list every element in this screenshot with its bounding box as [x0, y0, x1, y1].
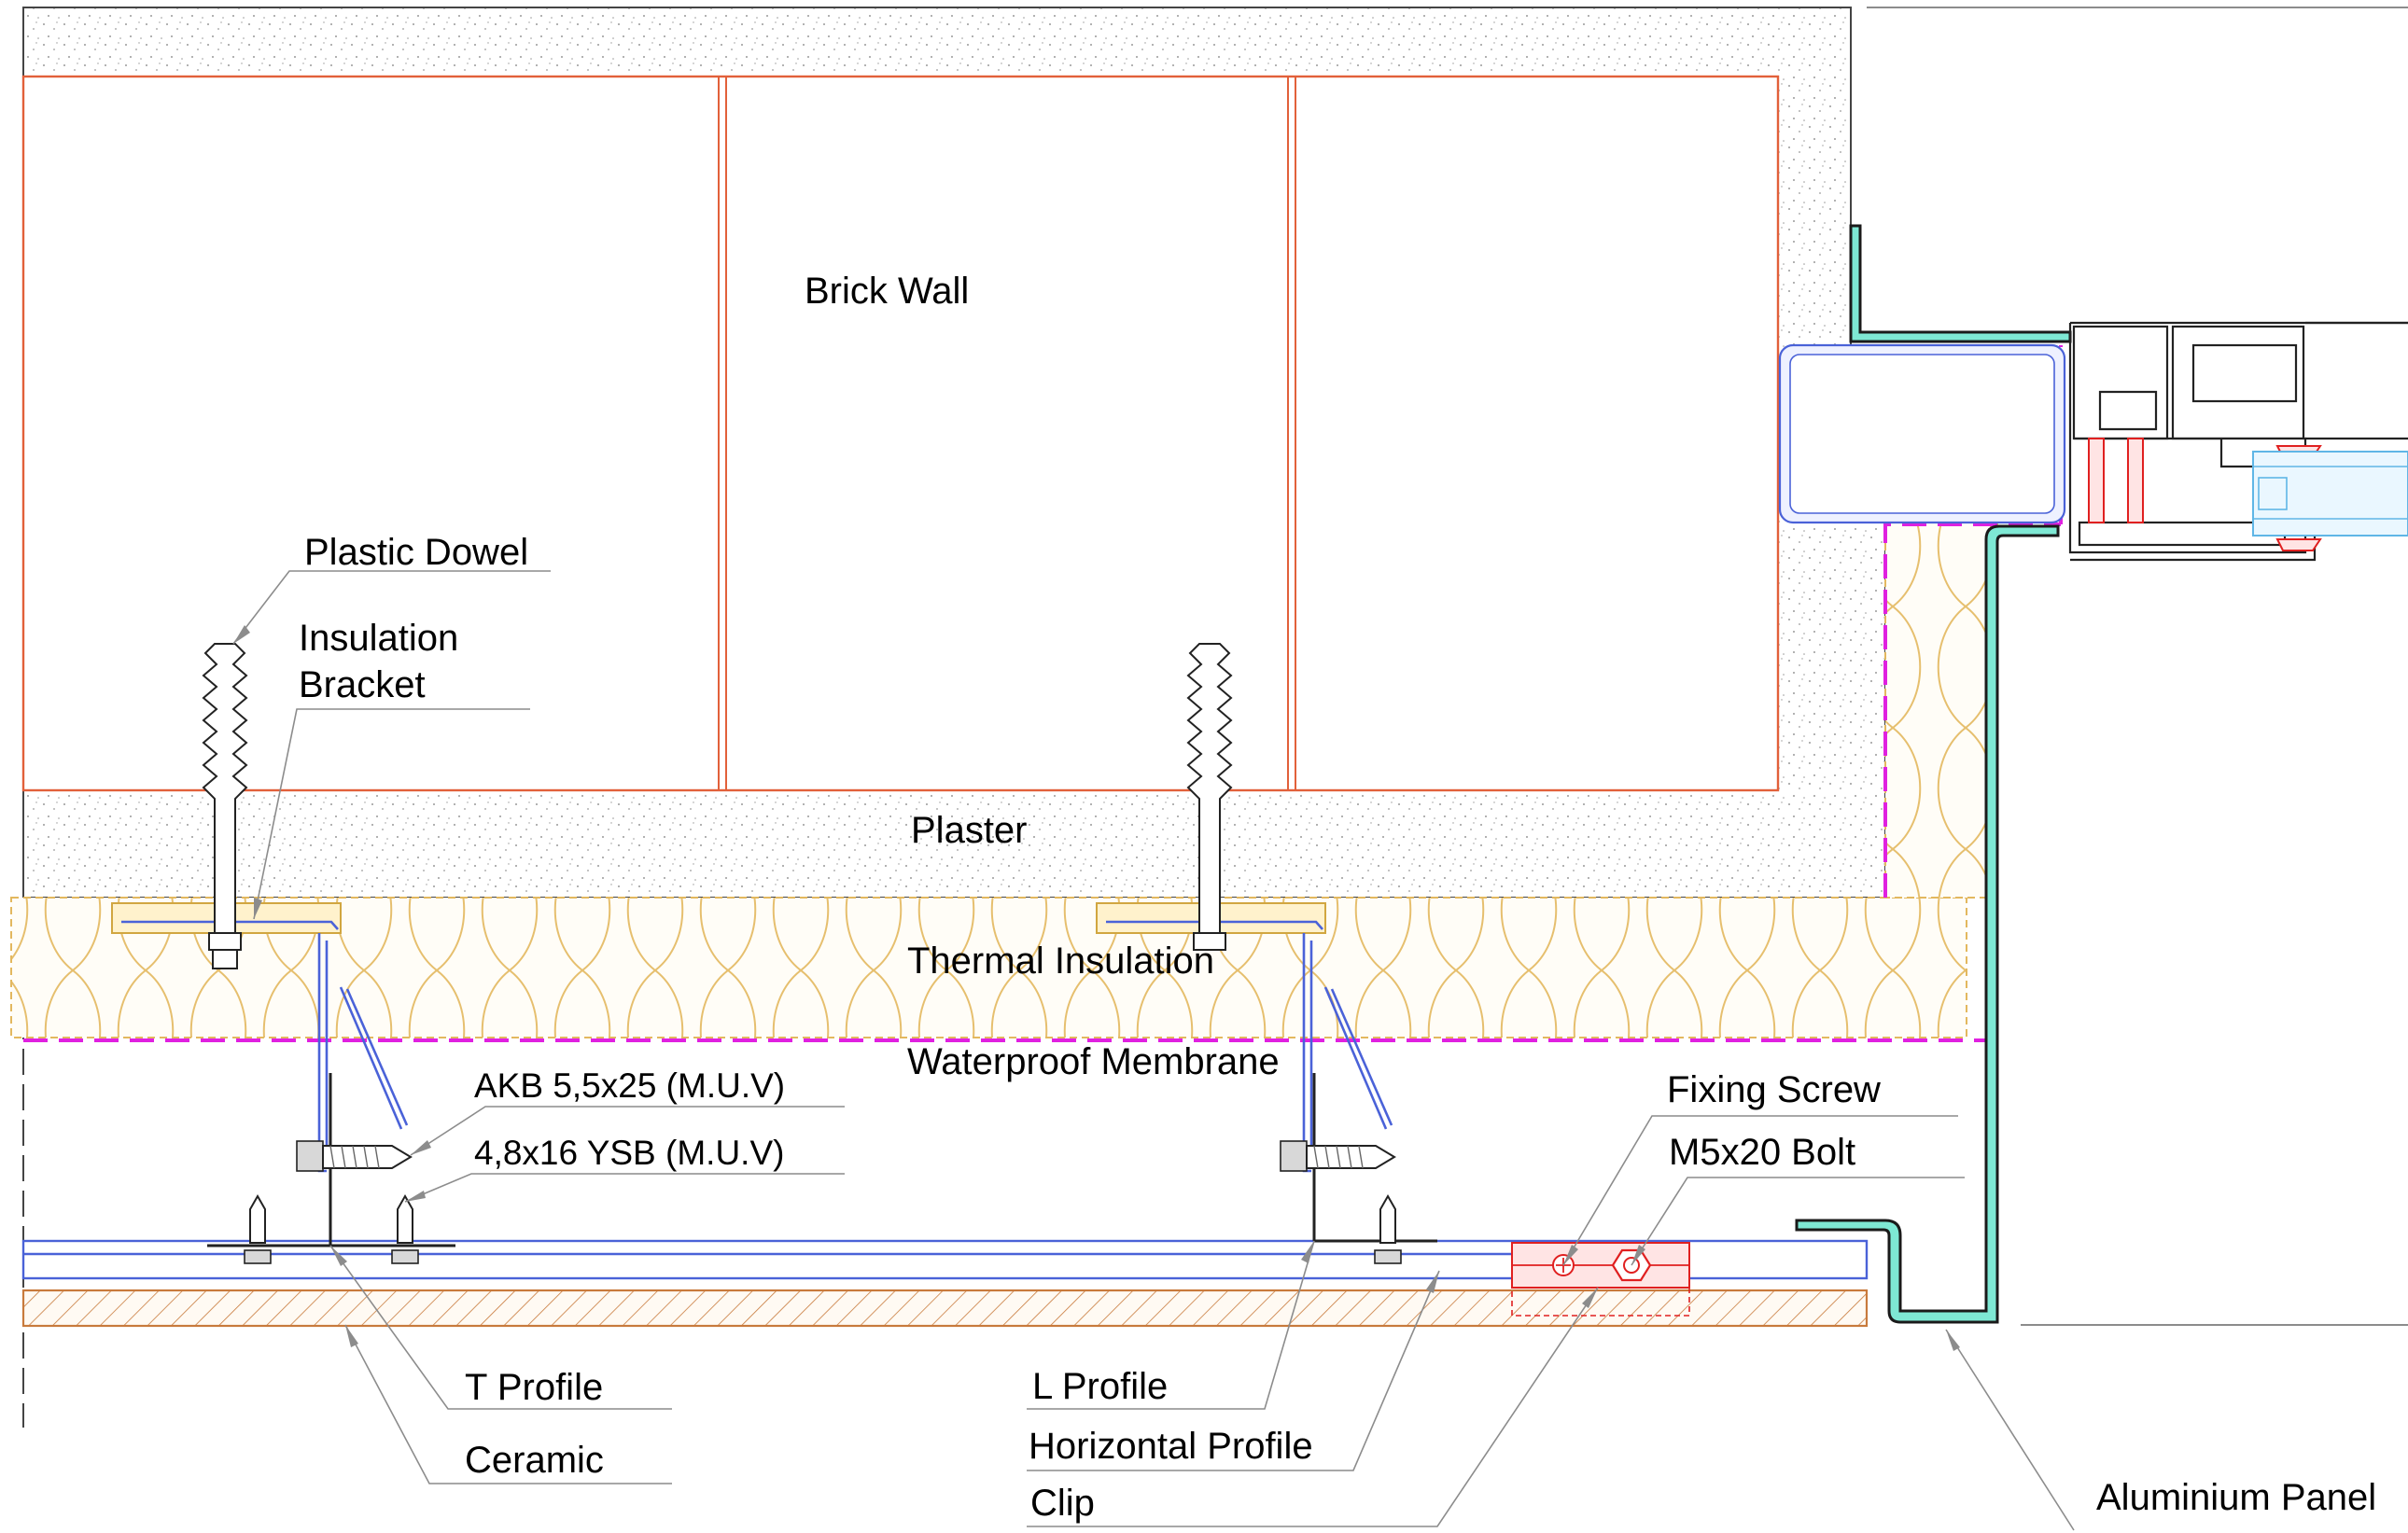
fixing-screw-leader	[1562, 1115, 1958, 1266]
window-frame-profile	[2068, 321, 2408, 562]
thermal-break-strips	[2088, 438, 2322, 551]
ceramic-label: Ceramic	[465, 1440, 604, 1481]
aluminium-panel-label: Aluminium Panel	[2096, 1477, 2376, 1518]
ceramic-leader	[344, 1324, 672, 1484]
insulation-bracket-label-line1: Insulation	[299, 618, 458, 659]
m5-bolt-leader	[1631, 1177, 1965, 1266]
akb-screw-right	[1280, 1140, 1396, 1172]
horizontal-profile	[21, 1239, 1869, 1280]
ysb-screw-left-2	[391, 1193, 419, 1264]
l-profile-label: L Profile	[1032, 1366, 1168, 1407]
akb-screw-label: AKB 5,5x25 (M.U.V)	[474, 1066, 785, 1105]
plastic-dowel-label: Plastic Dowel	[304, 532, 528, 573]
plastic-dowel-right	[1186, 643, 1233, 951]
horizontal-profile-leader	[1027, 1270, 1440, 1471]
clip	[1511, 1242, 1690, 1317]
plastic-dowel-left	[202, 643, 248, 969]
ceramic-cladding	[21, 1289, 1869, 1328]
waterproof-membrane-return	[1883, 523, 2061, 898]
aluminium-panel-leader	[1945, 1329, 2075, 1531]
plaster-label: Plaster	[911, 810, 1028, 851]
fixing-screw-label: Fixing Screw	[1667, 1069, 1881, 1110]
l-profile-leader	[1027, 1240, 1315, 1410]
insulation-bracket-leader	[253, 708, 530, 920]
insulation-bracket-label-line2: Bracket	[299, 664, 426, 705]
m5-bolt-label: M5x20 Bolt	[1669, 1132, 1855, 1173]
return-insulation	[1884, 522, 1998, 899]
ysb-screw-label: 4,8x16 YSB (M.U.V)	[474, 1134, 784, 1172]
akb-screw-leader	[410, 1106, 845, 1156]
brick-wall-label: Brick Wall	[805, 271, 969, 312]
thermal-insulation	[10, 897, 1967, 1038]
t-profile-leader	[329, 1245, 672, 1410]
thermal-insulation-label: Thermal Insulation	[907, 941, 1214, 982]
clip-label: Clip	[1030, 1483, 1095, 1524]
ysb-screw-right	[1374, 1193, 1402, 1264]
akb-screw-left	[296, 1140, 413, 1172]
ysb-screw-leader	[404, 1173, 845, 1203]
ysb-screw-left-1	[244, 1193, 272, 1264]
aluminium-panel	[1795, 524, 2060, 1324]
window-subframe	[1778, 343, 2066, 524]
glazing-unit	[2252, 451, 2408, 537]
waterproof-membrane-label: Waterproof Membrane	[907, 1041, 1280, 1082]
clip-leader	[1027, 1287, 1599, 1527]
aluminium-panel-head	[1849, 224, 2072, 343]
plastic-dowel-leader	[232, 570, 551, 645]
t-profile-label: T Profile	[465, 1367, 603, 1408]
horizontal-profile-label: Horizontal Profile	[1029, 1426, 1313, 1467]
brick-wall	[21, 75, 1780, 792]
